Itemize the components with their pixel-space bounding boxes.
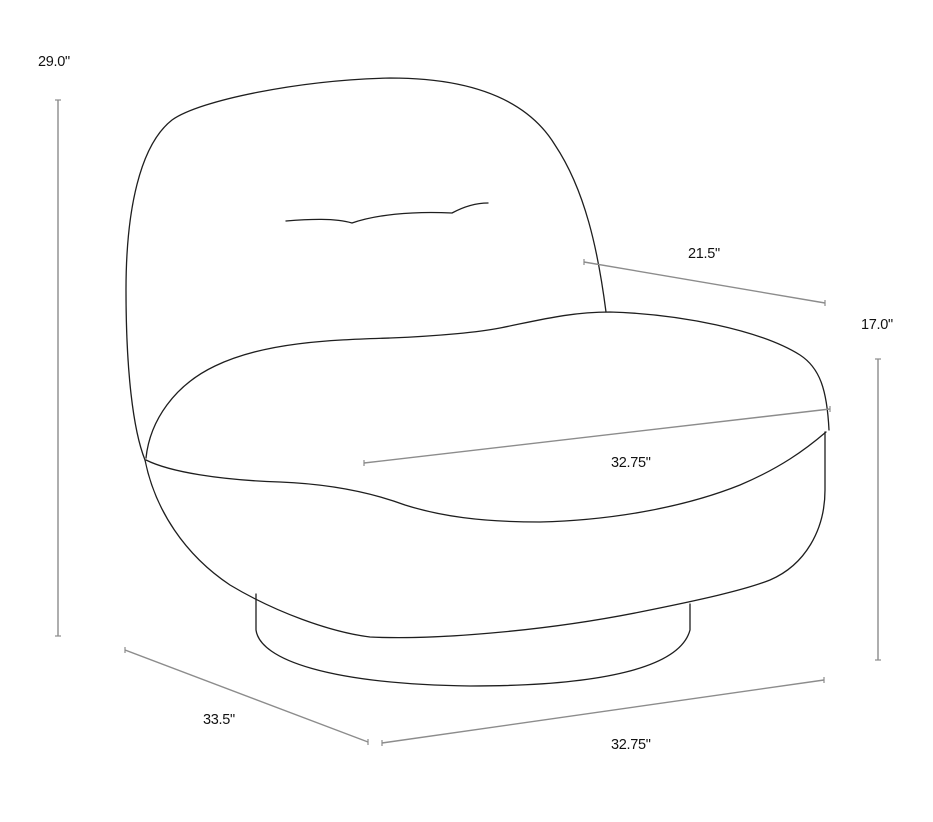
seat-front-curve (145, 431, 827, 523)
overall-height-label: 29.0" (38, 54, 70, 70)
chair-drawing (125, 77, 830, 687)
seat-top-outline (145, 311, 830, 459)
backrest-seam (285, 202, 489, 224)
overall-width-label: 32.75" (611, 737, 651, 753)
backrest-outline (125, 77, 607, 461)
seat-width-label: 32.75" (611, 455, 651, 471)
seat-width-dimension-line (363, 408, 831, 464)
depth-dimension-line (124, 649, 369, 743)
overall-depth-label: 33.5" (203, 712, 235, 728)
seat-depth-label: 21.5" (688, 246, 720, 262)
seat-depth-dimension-line (583, 261, 826, 304)
width-dimension-line (381, 679, 825, 744)
seat-height-label: 17.0" (861, 317, 893, 333)
seat-body-outline (144, 431, 826, 639)
dimension-lines (55, 99, 881, 746)
base-outline (255, 593, 691, 687)
